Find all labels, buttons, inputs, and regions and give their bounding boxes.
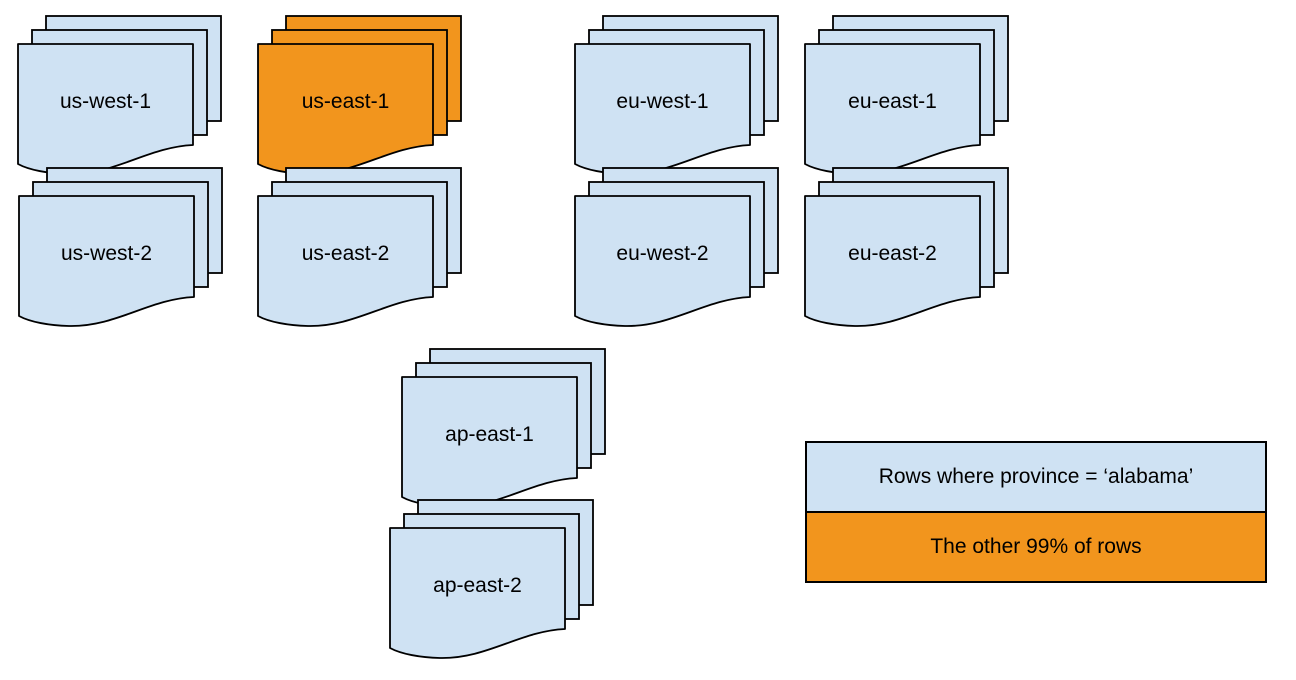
region-stack-us-east-1: us-east-1 [257,15,464,178]
legend: Rows where province = ‘alabama’ The othe… [805,441,1267,583]
region-stack-us-east-2: us-east-2 [257,167,464,330]
document-stack-icon [17,15,222,175]
region-stack-eu-east-1: eu-east-1 [804,15,1011,178]
region-stack-ap-east-1: ap-east-1 [401,348,608,511]
legend-item-alabama-rows: Rows where province = ‘alabama’ [807,443,1265,513]
region-stack-eu-east-2: eu-east-2 [804,167,1011,330]
region-stack-us-west-2: us-west-2 [18,167,225,330]
document-stack-icon [574,15,779,175]
legend-item-other-rows: The other 99% of rows [807,513,1265,581]
document-stack-icon [18,167,223,327]
document-stack-icon [389,499,594,659]
document-stack-icon [401,348,606,508]
document-stack-icon [257,167,462,327]
document-stack-icon [257,15,462,175]
region-stack-us-west-1: us-west-1 [17,15,224,178]
document-stack-icon [804,15,1009,175]
region-stack-eu-west-2: eu-west-2 [574,167,781,330]
region-stack-ap-east-2: ap-east-2 [389,499,596,662]
document-stack-icon [804,167,1009,327]
document-stack-icon [574,167,779,327]
region-stack-eu-west-1: eu-west-1 [574,15,781,178]
